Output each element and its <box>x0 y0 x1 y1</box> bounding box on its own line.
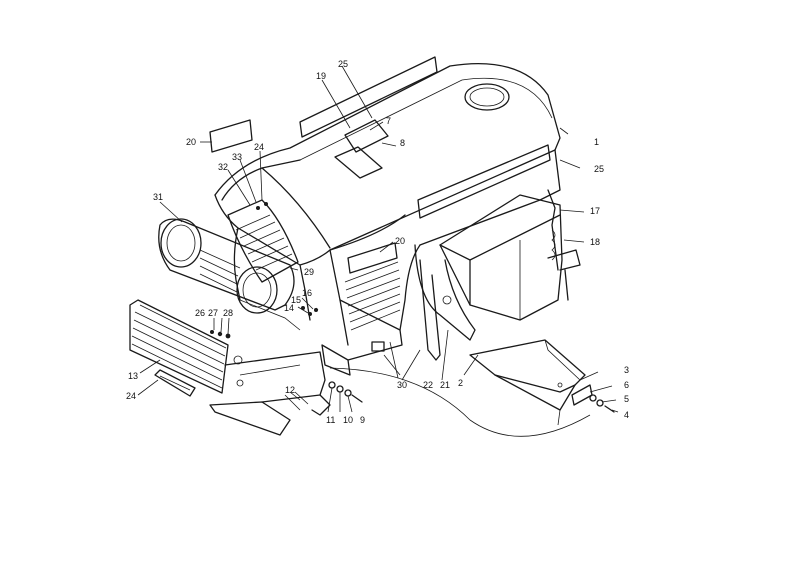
rear-mount-bracket <box>469 339 593 426</box>
callout-1: 1 <box>594 137 599 147</box>
callout-12: 12 <box>285 385 295 395</box>
fuel-tank <box>439 194 563 321</box>
grille-screws <box>210 330 231 339</box>
callout-3: 3 <box>624 365 629 375</box>
hood-panel <box>214 63 561 376</box>
callout-33: 33 <box>232 152 242 162</box>
callout-11: 11 <box>326 415 335 425</box>
front-mount-bolts <box>328 381 363 403</box>
callout-25-top: 25 <box>338 59 348 69</box>
callout-18: 18 <box>590 237 600 247</box>
callout-16: 16 <box>302 288 312 298</box>
callout-30: 30 <box>397 380 407 390</box>
callout-26: 26 <box>195 308 205 318</box>
front-grille-opening <box>227 199 318 316</box>
front-emblem-plate <box>154 369 196 397</box>
callout-labels: 1 2 3 4 5 6 7 8 9 10 11 12 13 14 15 16 1… <box>126 59 629 425</box>
callout-15: 15 <box>291 295 301 305</box>
callout-7: 7 <box>386 116 391 126</box>
callout-25-side: 25 <box>594 164 604 174</box>
lower-front-bracket <box>209 351 331 436</box>
callout-31: 31 <box>153 192 163 202</box>
callout-6: 6 <box>624 380 629 390</box>
hood-latch-spring <box>547 189 581 301</box>
callout-19: 19 <box>316 71 326 81</box>
callout-4: 4 <box>624 410 629 420</box>
loose-decal-20 <box>209 119 253 153</box>
headlight-bezel <box>158 218 301 331</box>
side-skirt-panel <box>329 244 591 437</box>
callout-17: 17 <box>590 206 600 216</box>
callout-22: 22 <box>423 380 433 390</box>
callout-21: 21 <box>440 380 450 390</box>
callout-24-low: 24 <box>126 391 136 401</box>
callout-8: 8 <box>400 138 405 148</box>
callout-5: 5 <box>624 394 629 404</box>
callout-27: 27 <box>208 308 218 318</box>
callout-2: 2 <box>458 378 463 388</box>
callout-14: 14 <box>284 303 294 313</box>
callout-28: 28 <box>223 308 233 318</box>
hood-top-decal <box>334 119 389 179</box>
callout-10: 10 <box>343 415 353 425</box>
hood-side-decal-strip <box>299 56 438 138</box>
rear-mount-bolts <box>589 394 615 413</box>
callout-9: 9 <box>360 415 365 425</box>
callout-20-top: 20 <box>186 137 196 147</box>
callout-29: 29 <box>304 267 314 277</box>
callout-24-top: 24 <box>254 142 264 152</box>
front-grille-screen <box>129 299 229 394</box>
callout-leaders <box>137 65 619 413</box>
callout-13: 13 <box>128 371 138 381</box>
callout-32: 32 <box>218 162 228 172</box>
callout-20-side: 20 <box>395 236 405 246</box>
